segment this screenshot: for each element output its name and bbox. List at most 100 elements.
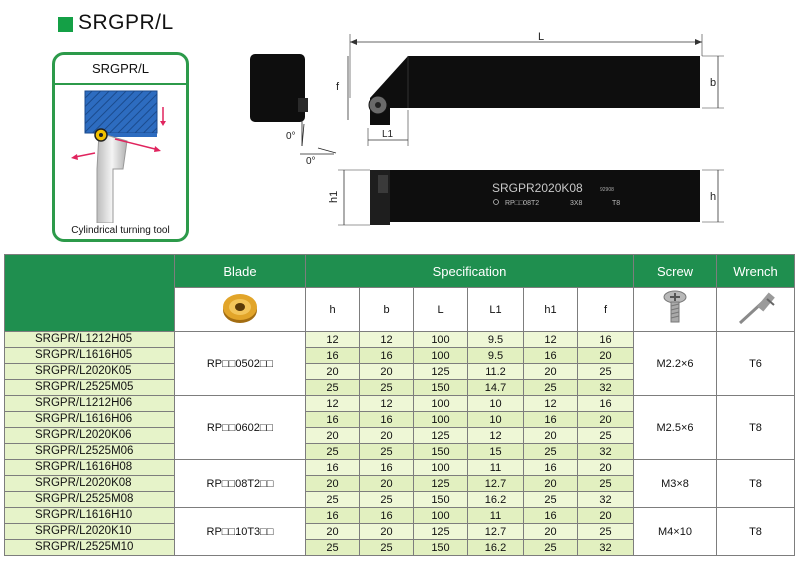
application-panel: SRGPR/L Cylindrical turning tool	[52, 52, 189, 242]
cell-h1: 20	[523, 475, 578, 492]
table-body: SRGPR/L1212H05 RP□□0502□□ 12 12 100 9.5 …	[4, 331, 795, 556]
end-view	[250, 54, 305, 122]
cell-L: 100	[413, 395, 468, 412]
cell-h: 20	[305, 363, 360, 380]
engraved-code: 92908	[600, 187, 614, 193]
cell-h: 25	[305, 379, 360, 396]
cell-L: 125	[413, 475, 468, 492]
cell-h1: 16	[523, 411, 578, 428]
cell-b: 25	[359, 443, 414, 460]
cell-h: 20	[305, 475, 360, 492]
cell-L1: 10	[467, 411, 524, 428]
cell-L1: 12	[467, 427, 524, 444]
cell-h1: 20	[523, 363, 578, 380]
col-L: L	[413, 287, 468, 332]
table-row: SRGPR/L1616H08 RP□□08T2□□ 16 16 100 11 1…	[4, 459, 795, 508]
table-row: SRGPR/L2020K10 20 20 125 12.7 20 25	[4, 523, 795, 540]
cell-b: 20	[359, 363, 414, 380]
cell-h1: 25	[523, 539, 578, 556]
col-b: b	[359, 287, 414, 332]
model-cell: SRGPR/L2020K05	[4, 363, 175, 380]
cell-h1: 16	[523, 459, 578, 476]
screw-cell: M3×8	[633, 459, 717, 508]
blade-cell: RP□□0602□□	[174, 395, 306, 460]
cell-h1: 20	[523, 523, 578, 540]
table-row: SRGPR/L1212H05 RP□□0502□□ 12 12 100 9.5 …	[4, 331, 795, 396]
engraved-model: SRGPR2020K08	[492, 181, 583, 195]
cell-f: 20	[577, 411, 634, 428]
screw-header: Screw	[633, 254, 717, 288]
cell-b: 25	[359, 491, 414, 508]
dim-b: b	[710, 77, 716, 89]
angle-label-top: 0°	[286, 131, 296, 142]
model-cell: SRGPR/L2525M05	[4, 379, 175, 396]
cell-L: 150	[413, 443, 468, 460]
cell-b: 16	[359, 411, 414, 428]
blade-cell: RP□□10T3□□	[174, 507, 306, 556]
wrench-header: Wrench	[716, 254, 795, 288]
cell-L: 150	[413, 539, 468, 556]
cell-b: 12	[359, 395, 414, 412]
dim-h: h	[710, 191, 716, 203]
cell-f: 25	[577, 363, 634, 380]
cell-h: 16	[305, 507, 360, 524]
tool-holder-drawing: 0° 0° L b f L1 SRGPR2020K08 92908 RP□□08…	[250, 31, 724, 226]
wrench-cell: T8	[716, 507, 795, 556]
cylindrical-turning-illustration	[71, 90, 166, 223]
cell-h: 16	[305, 347, 360, 364]
cell-h1: 12	[523, 395, 578, 412]
model-cell: SRGPR/L1212H05	[4, 331, 175, 348]
cell-f: 25	[577, 427, 634, 444]
cell-b: 16	[359, 459, 414, 476]
model-cell: SRGPR/L1616H06	[4, 411, 175, 428]
cell-h: 25	[305, 491, 360, 508]
col-h1: h1	[523, 287, 578, 332]
cell-b: 16	[359, 347, 414, 364]
blade-cell: RP□□0502□□	[174, 331, 306, 396]
cell-h1: 12	[523, 331, 578, 348]
cell-L: 150	[413, 379, 468, 396]
engraved-screw: 3X8	[570, 200, 583, 207]
cell-L1: 10	[467, 395, 524, 412]
col-h: h	[305, 287, 360, 332]
model-cell: SRGPR/L1616H05	[4, 347, 175, 364]
cell-f: 32	[577, 379, 634, 396]
cell-L: 100	[413, 331, 468, 348]
screw-cell: M2.2×6	[633, 331, 717, 396]
cell-h1: 20	[523, 427, 578, 444]
cell-f: 32	[577, 491, 634, 508]
cell-b: 12	[359, 331, 414, 348]
cell-L1: 11	[467, 459, 524, 476]
screw-icon	[663, 290, 687, 323]
dim-L: L	[538, 31, 544, 43]
wrench-cell: T6	[716, 331, 795, 396]
cell-f: 25	[577, 523, 634, 540]
dim-L1: L1	[382, 129, 394, 140]
cell-L: 100	[413, 459, 468, 476]
table-row: SRGPR/L2525M10 25 25 150 16.2 25 32	[4, 539, 795, 556]
cell-h: 20	[305, 427, 360, 444]
cell-h: 12	[305, 331, 360, 348]
screw-image-cell	[633, 287, 717, 332]
cell-b: 20	[359, 523, 414, 540]
model-cell: SRGPR/L1616H08	[4, 459, 175, 476]
specification-table: Blade Specification Screw Wrench h b L L…	[4, 254, 795, 556]
cell-L: 150	[413, 491, 468, 508]
cell-L: 125	[413, 523, 468, 540]
cell-f: 16	[577, 395, 634, 412]
cell-L1: 11	[467, 507, 524, 524]
table-row: SRGPR/L2525M08 25 25 150 16.2 25 32	[4, 491, 795, 508]
cell-L1: 15	[467, 443, 524, 460]
model-header-cell	[4, 254, 175, 332]
wrench-image-cell	[716, 287, 795, 332]
model-cell: SRGPR/L2525M08	[4, 491, 175, 508]
screw-cell: M4×10	[633, 507, 717, 556]
cell-h1: 16	[523, 507, 578, 524]
cell-h: 12	[305, 395, 360, 412]
dim-f: f	[336, 81, 340, 93]
cell-f: 20	[577, 459, 634, 476]
wrench-cell: T8	[716, 395, 795, 460]
table-row: SRGPR/L1616H10 RP□□10T3□□ 16 16 100 11 1…	[4, 507, 795, 556]
cell-b: 25	[359, 539, 414, 556]
panel-header: SRGPR/L	[55, 55, 186, 85]
